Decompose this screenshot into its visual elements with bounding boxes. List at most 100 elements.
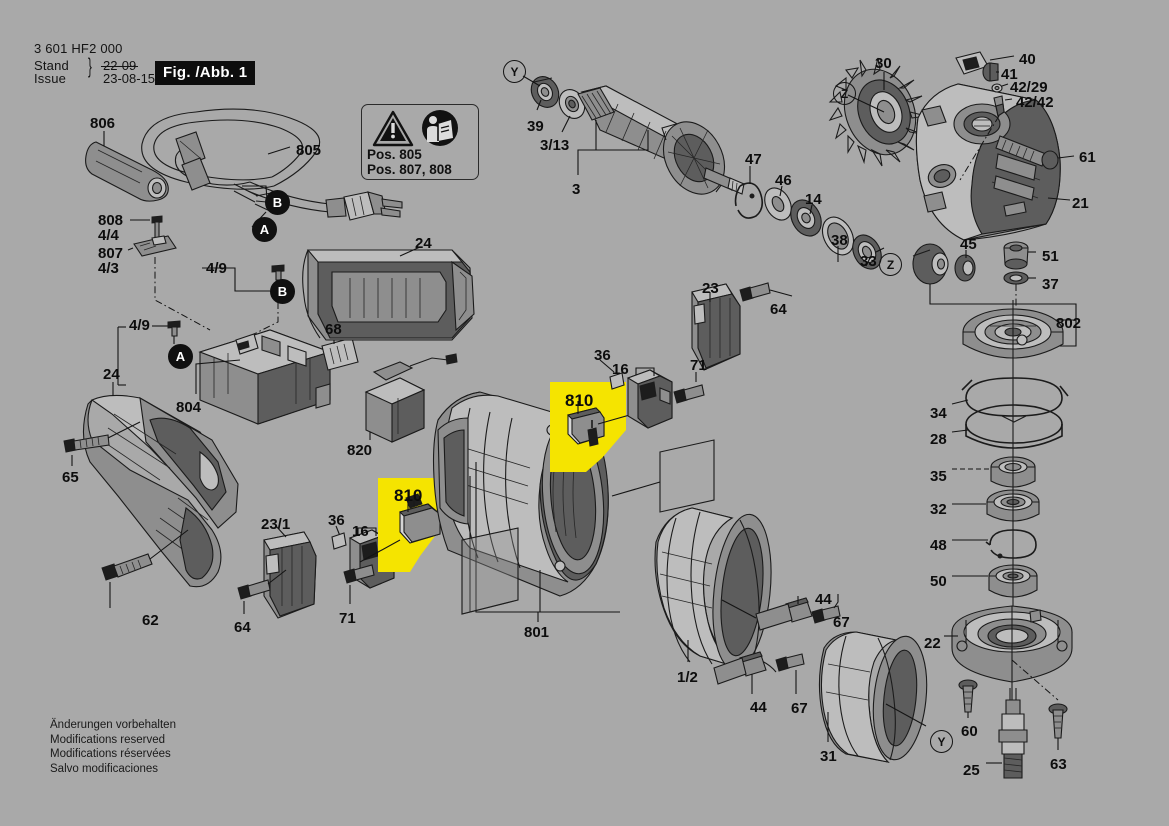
part-45-spacer — [954, 254, 976, 282]
part-68-contact-plate — [321, 337, 359, 371]
part-50-bearing — [988, 564, 1038, 598]
callout-23-1: 23/1 — [261, 516, 291, 533]
marker-y-4: Y — [930, 730, 953, 753]
part-code-label: 3 601 HF2 000 — [34, 41, 123, 56]
part-30-bevel-gear — [828, 57, 927, 167]
marker-b-8: B — [270, 279, 295, 304]
part-28-ring — [965, 404, 1063, 449]
callout-37: 37 — [1042, 276, 1059, 293]
part-807-clamp — [133, 235, 177, 257]
callout-36: 36 — [328, 512, 345, 529]
part-71-screw-upper — [673, 384, 705, 404]
callout-820: 820 — [347, 442, 373, 459]
callout-30: 30 — [875, 55, 892, 72]
part-3-armature — [577, 85, 745, 195]
part-36-nut-lower — [331, 532, 347, 550]
part-61-screw — [995, 135, 1059, 170]
part-71-screw-lower — [343, 564, 375, 584]
warning-pos-line-1: Pos. 805 — [367, 147, 422, 162]
part-45-bushing — [912, 243, 949, 285]
part-32-bearing — [986, 489, 1040, 522]
footer-line-de: Änderungen vorbehalten — [50, 719, 176, 731]
callout-4-4: 4/4 — [98, 227, 119, 244]
callout-25: 25 — [963, 762, 980, 779]
part-44-key-lower — [713, 651, 767, 685]
part-804-switch-assembly — [198, 329, 332, 425]
part-44-key-upper — [755, 597, 813, 631]
marker-z-2: Z — [833, 82, 856, 105]
part-46-washer — [764, 187, 792, 221]
part-3-13-washer — [558, 89, 586, 119]
callout-4-3: 4/3 — [98, 260, 119, 277]
read-manual-icon — [422, 110, 458, 146]
part-35-bushing — [990, 456, 1036, 488]
stand-label: Stand — [34, 58, 69, 73]
part-37-washer — [1003, 271, 1029, 285]
part-31-flange-collar — [818, 631, 928, 763]
warning-box: Pos. 805 Pos. 807, 808 — [361, 104, 479, 180]
part-fan — [661, 121, 726, 195]
highlight-label-810-upper: 810 — [565, 391, 594, 410]
callout-71: 71 — [690, 357, 707, 374]
current-date: 23-08-15 — [103, 71, 156, 86]
callout-805: 805 — [296, 142, 322, 159]
part-67-screw-lower — [775, 653, 805, 672]
callout-46: 46 — [775, 172, 792, 189]
marker-a-7: A — [168, 344, 193, 369]
part-820-electronics-module — [364, 353, 458, 443]
callout-41: 41 — [1001, 66, 1018, 83]
callout-36: 36 — [594, 347, 611, 364]
brace-glyph: } — [88, 55, 92, 78]
callout-14: 14 — [805, 191, 822, 208]
part-39-bearing — [530, 76, 560, 108]
part-16-brush-holder-upper — [626, 369, 673, 429]
part-25-spindle — [998, 688, 1028, 779]
part-40-plate — [955, 51, 989, 75]
part-1-2-field-coil — [654, 507, 777, 673]
part-65-screw — [63, 434, 110, 453]
callout-51: 51 — [1042, 248, 1059, 265]
callout-3: 3 — [572, 181, 581, 198]
callout-42-42: 42/42 — [1016, 94, 1054, 111]
callout-50: 50 — [930, 573, 947, 590]
callout-22: 22 — [924, 635, 941, 652]
callout-31: 31 — [820, 748, 837, 765]
warning-box-text: Pos. 805 Pos. 807, 808 — [367, 147, 452, 177]
callout-67: 67 — [833, 614, 850, 631]
part-34-clamp-ring — [961, 377, 1069, 417]
part-63-screw — [1048, 703, 1068, 739]
part-48-circlip — [985, 529, 1037, 559]
part-42-29-oring — [991, 83, 1003, 93]
footer-line-fr: Modifications réservées — [50, 748, 171, 761]
marker-y-1: Y — [503, 60, 526, 83]
callout-24: 24 — [103, 366, 120, 383]
warning-pos-line-2: Pos. 807, 808 — [367, 162, 452, 177]
callout-4-9: 4/9 — [129, 317, 150, 334]
callout-34: 34 — [930, 405, 947, 422]
part-49-screw-b — [271, 264, 285, 281]
callout-64: 64 — [770, 301, 787, 318]
callout-23: 23 — [702, 280, 719, 297]
callout-3-13: 3/13 — [540, 137, 570, 154]
callout-48: 48 — [930, 537, 947, 554]
callout-808: 808 — [98, 212, 124, 229]
callout-38: 38 — [831, 232, 848, 249]
footer-line-es: Salvo modificaciones — [50, 762, 159, 775]
part-64-screw-a — [237, 579, 271, 600]
part-24-handle — [82, 394, 239, 588]
callout-63: 63 — [1050, 756, 1067, 773]
callout-24: 24 — [415, 235, 432, 252]
warning-triangle-icon — [372, 110, 414, 147]
callout-44: 44 — [815, 591, 832, 608]
part-23-1-cover — [263, 531, 317, 619]
callout-71: 71 — [339, 610, 356, 627]
callout-33: 33 — [860, 253, 877, 270]
callout-68: 68 — [325, 321, 342, 338]
part-806-spanner — [85, 141, 169, 202]
part-41-sleeve — [982, 62, 999, 82]
callout-28: 28 — [930, 431, 947, 448]
issue-label: Issue — [34, 71, 67, 86]
callout-47: 47 — [745, 151, 762, 168]
callout-45: 45 — [960, 236, 977, 253]
